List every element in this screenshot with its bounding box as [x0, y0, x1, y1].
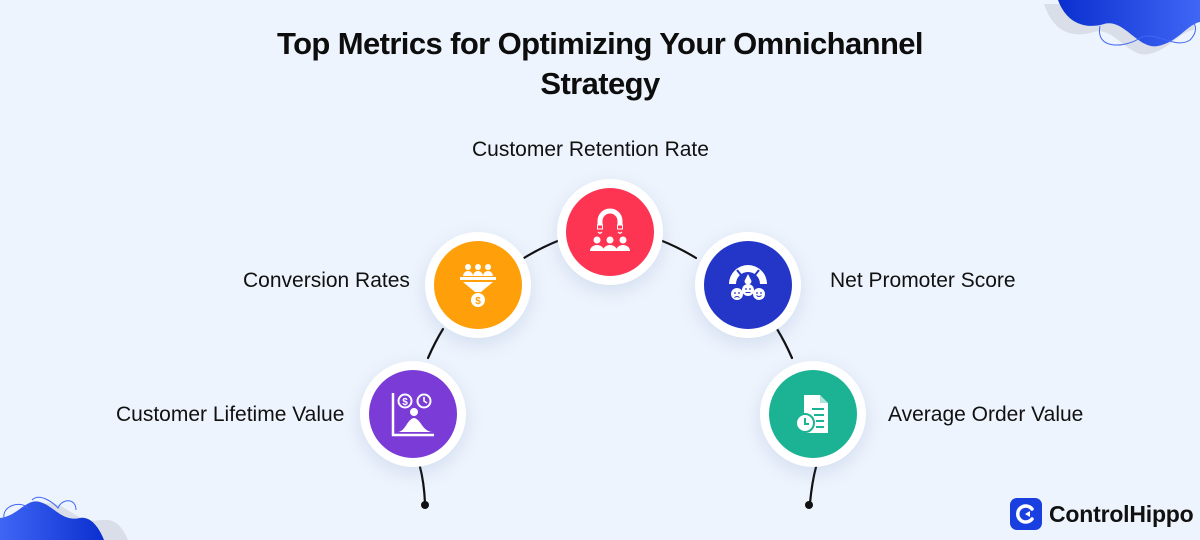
- label-conversion-rates: Conversion Rates: [243, 269, 410, 292]
- node-inner: $: [369, 370, 457, 458]
- node-net-promoter-score: [695, 232, 801, 338]
- magnet-customers-icon: [590, 208, 630, 251]
- funnel-icon: $: [460, 264, 496, 307]
- label-net-promoter-score: Net Promoter Score: [830, 269, 1016, 292]
- controlhippo-logo-icon: [1010, 498, 1042, 530]
- page-title: Top Metrics for Optimizing Your Omnichan…: [200, 24, 1000, 104]
- satisfaction-gauge-icon: [729, 265, 767, 300]
- decorative-wave-bottom-left: [0, 496, 128, 540]
- brand-logo: ControlHippo: [1010, 498, 1194, 530]
- order-document-clock-icon: [795, 395, 828, 433]
- node-inner: [704, 241, 792, 329]
- lifetime-value-chart-icon: $: [391, 393, 434, 437]
- label-customer-retention-rate: Customer Retention Rate: [472, 138, 709, 161]
- svg-text:$: $: [402, 397, 408, 408]
- node-conversion-rates: $: [425, 232, 531, 338]
- node-inner: [566, 188, 654, 276]
- brand-name: ControlHippo: [1049, 500, 1194, 527]
- endpoint-dot-right: [805, 501, 813, 509]
- title-line-2: Strategy: [540, 66, 660, 101]
- node-customer-lifetime-value: $: [360, 361, 466, 467]
- node-inner: [769, 370, 857, 458]
- decorative-wave-top-right: [1044, 0, 1200, 55]
- label-average-order-value: Average Order Value: [888, 403, 1084, 426]
- node-average-order-value: [760, 361, 866, 467]
- svg-text:$: $: [475, 296, 481, 307]
- node-customer-retention-rate: [557, 179, 663, 285]
- title-line-1: Top Metrics for Optimizing Your Omnichan…: [277, 26, 924, 61]
- endpoint-dot-left: [421, 501, 429, 509]
- label-customer-lifetime-value: Customer Lifetime Value: [116, 403, 345, 426]
- node-inner: $: [434, 241, 522, 329]
